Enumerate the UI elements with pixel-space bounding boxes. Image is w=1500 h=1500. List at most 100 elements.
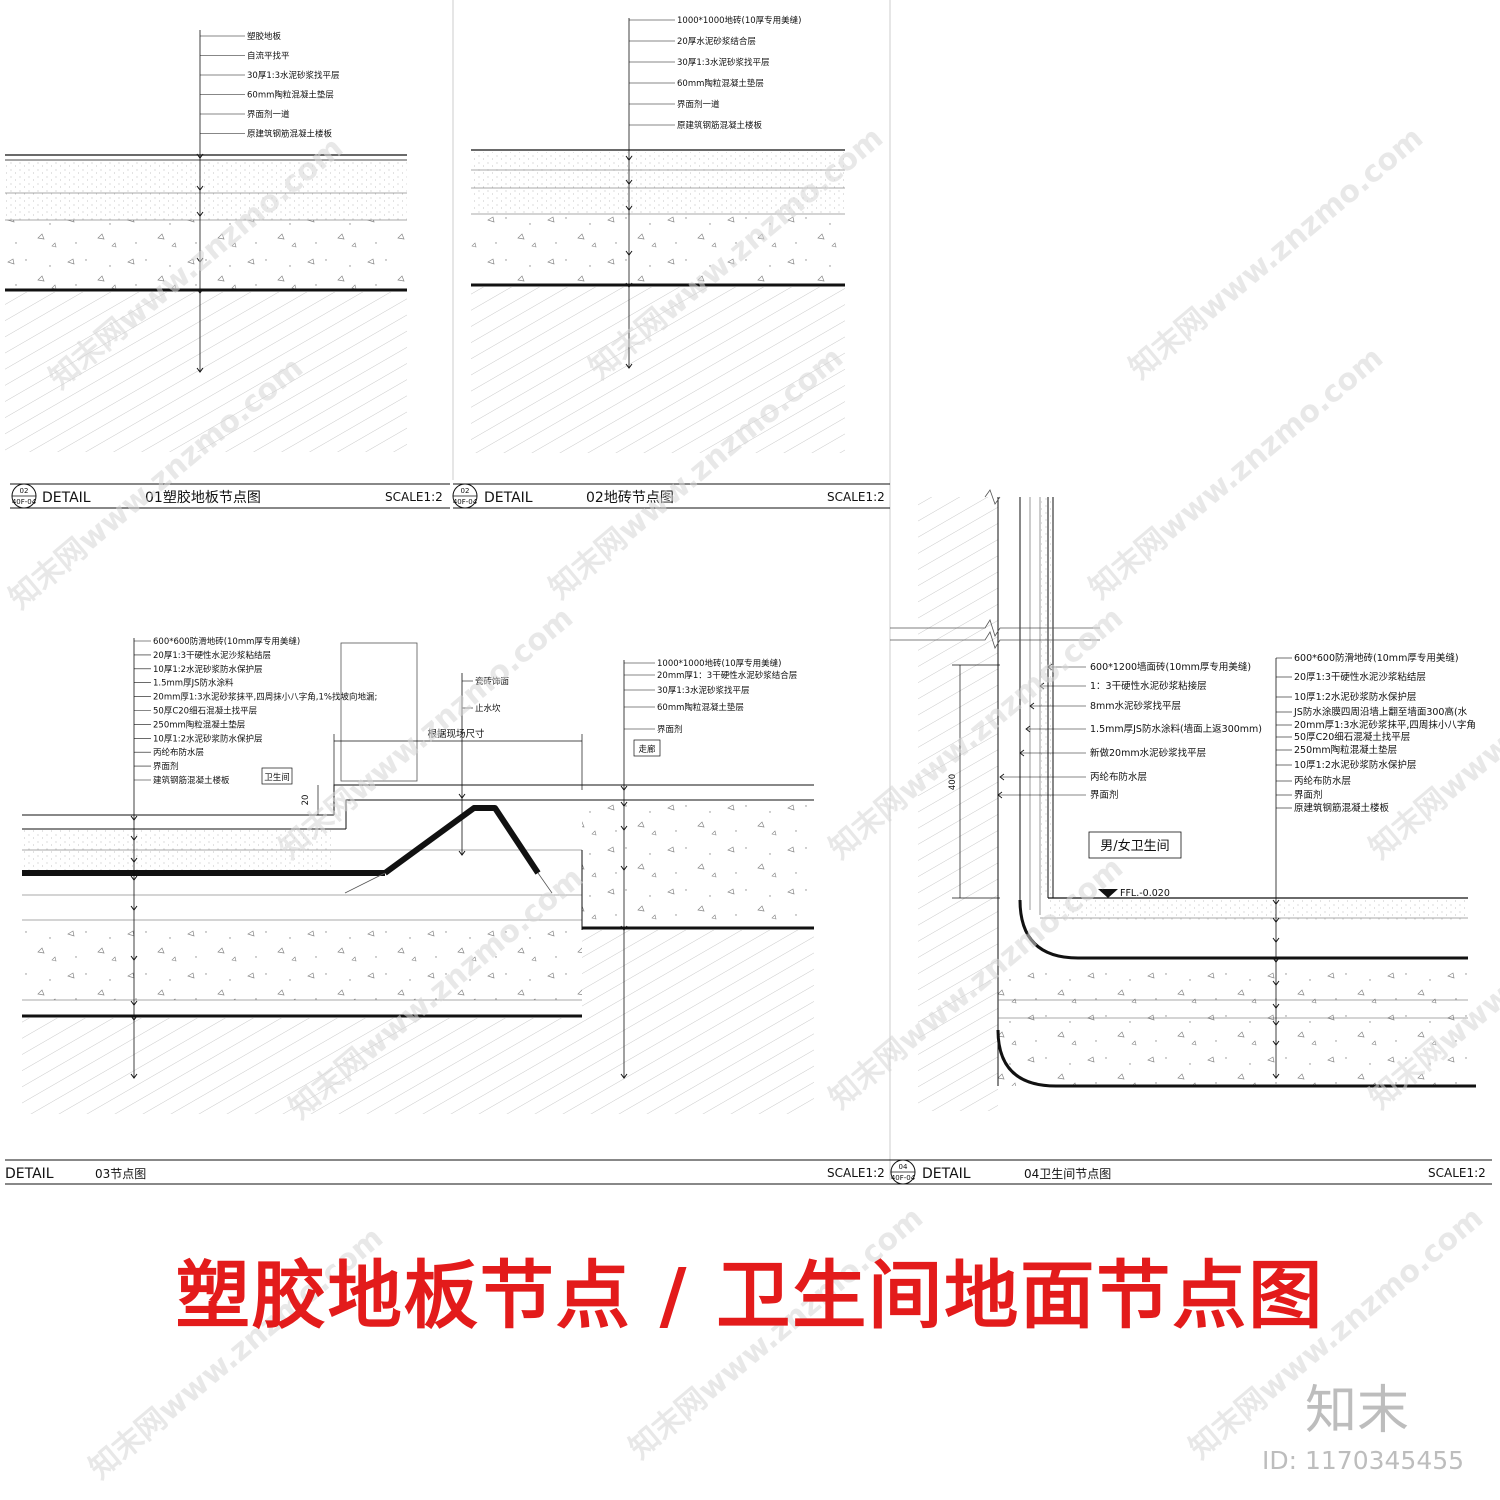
layer-label: 30厚1:3水泥砂浆找平层 [247,70,340,81]
layer-label: 1000*1000地砖(10厚专用美缝) [677,15,801,26]
layer-label: 建筑钢筋混凝土楼板 [153,775,230,786]
panel-title: 02地砖节点图 [586,490,674,506]
layer-label: 20mm厚1:3水泥砂浆抹平,四周抹小八字角 [1294,719,1476,731]
layer-label: 10厚1:2水泥砂浆防水保护层 [1294,759,1416,771]
detail-label: DETAIL [484,490,533,506]
layer-label: 600*600防滑地砖(10mm厚专用美缝) [1294,652,1459,664]
layer-label: 10厚1:2水泥砂浆防水保护层 [153,733,263,744]
scale-label: SCALE1:2 [827,490,885,504]
layer-ceramsite [5,220,407,290]
layer-slab [5,292,407,452]
arrow-tick-icon [196,211,204,217]
title-bar-1: 02 40F-04 DETAIL 01塑胶地板节点图 SCALE1:2 [10,483,450,509]
layer-label: 界面剂 [657,724,683,735]
layer-label: 新做20mm水泥砂浆找平层 [1090,747,1206,759]
layer-label: 30厚1:3水泥砂浆找平层 [677,57,770,68]
layer-label: 丙纶布防水层 [1294,775,1351,787]
detail-label: DETAIL [42,490,91,506]
arrow-tick-icon [620,825,628,831]
arrow-tick-icon [625,205,633,211]
layer-label: 1.5mm厚JS防水涂料 [153,678,234,689]
detail-circle-top: 02 [461,487,470,495]
room-label-corridor: 走廊 [638,744,656,755]
dimension-20: 20 [301,795,311,806]
arrow-tick-icon [196,185,204,191]
arrow-tick-icon [999,773,1005,781]
arrow-tick-icon [130,955,138,961]
layer-mortar [5,193,407,220]
arrow-tick-icon [130,857,138,863]
title-bar-3: DETAIL 03节点图 SCALE1:2 [5,1159,890,1185]
layer-label: 界面剂 [1090,789,1119,801]
arrow-tick-icon [625,155,633,161]
layer-label: 60mm陶粒混凝土垫层 [247,90,334,101]
arrow-tick-icon [1272,1003,1280,1009]
dimension-400: 400 [948,774,958,790]
arrow-tick-icon [620,925,628,931]
layer-label: 20厚1:3干硬性水泥沙浆粘结层 [1294,671,1426,683]
layer-label: JS防水涂膜四周沿墙上翻至墙面300高(水 [1293,706,1468,718]
layer-label: 界面剂一道 [677,99,720,110]
arrow-tick-icon [130,905,138,911]
title-bar-2: 02 40F-04 DETAIL 02地砖节点图 SCALE1:2 [452,483,890,509]
title-bar-4: 04 40F-04 DETAIL 04卫生间节点图 SCALE1:2 [890,1159,1492,1185]
layer-label: 20mm厚1：3干硬性水泥砂浆结合层 [657,670,797,681]
panel-3-threshold: 根据现场尺寸 20 卫生间 走廊 600*600防滑地砖(10mm厚专用美缝)2… [22,636,814,1114]
arrow-tick-icon [130,1015,138,1021]
arrow-tick-icon [1039,682,1045,690]
layer-label: 250mm陶粒混凝土垫层 [1294,744,1397,756]
panel-title: 04卫生间节点图 [1024,1167,1111,1181]
panel-title: 01塑胶地板节点图 [145,489,261,506]
panel-4-bathroom: 400 FFL.-0.020 男/女卫生间 600*1200墙面砖(10mm厚专… [890,489,1476,1111]
arrow-tick-icon [130,815,138,821]
page-title: 塑胶地板节点 / 卫生间地面节点图 [175,1253,1325,1339]
layer-label: 1.5mm厚JS防水涂料(墙面上返300mm) [1090,723,1262,735]
detail-circle-top: 04 [899,1163,908,1171]
arrow-tick-icon [1019,749,1025,757]
wall-block [340,642,418,782]
room-tag [1088,831,1182,859]
arrow-tick-icon [130,835,138,841]
layer-label: 50厚C20细石混凝土找平层 [153,706,257,717]
arrow-tick-icon [458,793,466,799]
layer-label: 10厚1:2水泥砂浆防水保护层 [153,664,263,675]
layer-label: 30厚1:3水泥砂浆找平层 [657,685,750,696]
arrow-tick-icon [130,875,138,881]
layer-label: 600*1200墙面砖(10mm厚专用美缝) [1090,661,1251,673]
arrow-tick-icon [130,1073,138,1079]
layer-label: 止水坎 [475,703,501,714]
detail-circle-bottom: 40F-04 [453,498,478,506]
brand-logo: 知末 [1305,1381,1410,1441]
arrow-tick-icon [997,791,1003,799]
layer-label: 丙纶布防水层 [153,747,204,758]
layer-label: 10厚1:2水泥砂浆防水保护层 [1294,691,1416,703]
layer-label: 界面剂 [153,761,179,772]
layer-label: 20mm厚1:3水泥砂浆抹平,四周抹小八字角,1%找坡向地漏; [153,692,377,703]
arrow-tick-icon [196,257,204,263]
arrow-tick-icon [196,153,204,159]
arrow-tick-icon [1047,663,1053,671]
arrow-tick-icon [1272,1040,1280,1046]
arrow-tick-icon [620,1073,628,1079]
arrow-tick-icon [1272,917,1280,923]
arrow-tick-icon [1272,1073,1280,1079]
arrow-tick-icon [625,250,633,256]
arrow-tick-icon [620,865,628,871]
layer-label: 60mm陶粒混凝土垫层 [657,702,744,713]
arrow-tick-icon [130,1000,138,1006]
level-marker-icon [1098,889,1118,898]
panel-1-plastic-floor: 塑胶地板自流平找平30厚1:3水泥砂浆找平层60mm陶粒混凝土垫层界面剂一道原建… [5,30,407,452]
layer-label: 界面剂一道 [247,109,290,120]
detail-circle-top: 02 [20,487,29,495]
watermark-text: 知末网www.znzmo.com [273,600,580,866]
arrow-tick-icon [458,850,466,856]
water-stop-curb [383,805,541,876]
room-label: 男/女卫生间 [1100,838,1169,854]
layer-label: 1000*1000地砖(10厚专用美缝) [657,658,781,669]
detail-label: DETAIL [5,1166,54,1182]
arrow-tick-icon [620,801,628,807]
layer-label: 8mm水泥砂浆找平层 [1090,700,1181,712]
ffl-label: FFL.-0.020 [1120,888,1170,899]
arrow-tick-icon [1025,725,1031,733]
